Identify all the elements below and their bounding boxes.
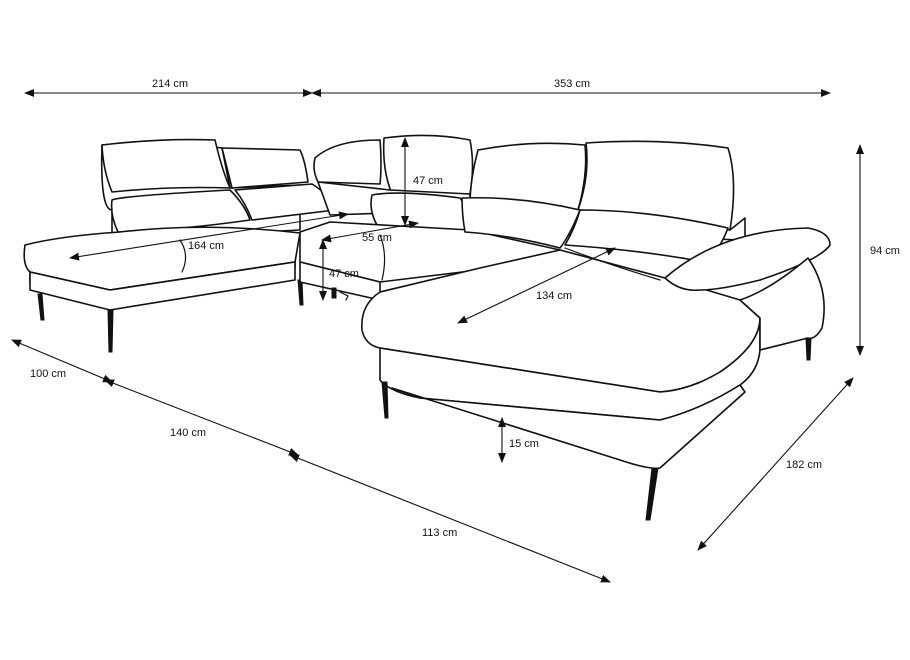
dim-arrow-middle-depth-a: [104, 379, 299, 456]
label-left-depth: 100 cm: [30, 368, 66, 380]
right-leg-2: [645, 467, 659, 521]
left-leg-2: [107, 309, 114, 353]
left-leg-3: [297, 279, 304, 306]
left-body: [29, 261, 296, 311]
label-right-depth: 182 cm: [786, 459, 822, 471]
label-middle-depth-a: 140 cm: [170, 427, 206, 439]
dimension-labels: 214 cm 353 cm 94 cm 164 cm 47 cm 55 cm 4…: [30, 78, 900, 539]
label-right-chaise: 134 cm: [536, 290, 572, 302]
label-middle-depth-b: 113 cm: [422, 527, 457, 539]
right-headrest-2: [577, 140, 735, 231]
middle-headrest-left: [313, 139, 382, 185]
sofa-illustration: [23, 134, 831, 521]
dim-arrow-right-chaise: [457, 247, 616, 324]
right-leg-1: [381, 381, 389, 419]
dimension-lines: [11, 89, 864, 583]
label-seat-depth: 55 cm: [362, 232, 392, 244]
label-leg-height: 15 cm: [509, 438, 539, 450]
middle-mechanism: [339, 291, 349, 301]
label-left-width: 214 cm: [152, 78, 188, 90]
right-leg-3: [805, 337, 812, 361]
middle-leg: [331, 287, 337, 299]
label-headrest: 47 cm: [413, 175, 443, 187]
dim-arrow-left-chaise: [69, 211, 349, 261]
dim-arrow-middle-depth-b: [289, 454, 611, 583]
right-armrest: [664, 227, 831, 292]
label-right-width: 353 cm: [554, 78, 590, 90]
label-left-chaise: 164 cm: [188, 240, 224, 252]
label-seat-height: 47 cm: [329, 268, 359, 280]
left-leg-1: [37, 293, 45, 321]
left-headrest: [101, 138, 231, 193]
dim-arrow-left-depth: [11, 339, 113, 383]
right-headrest-1: [469, 142, 587, 211]
label-total-height: 94 cm: [870, 245, 900, 257]
left-headrest-2: [221, 147, 309, 189]
dim-arrow-seat-depth: [321, 220, 419, 243]
dim-arrow-right-depth: [697, 377, 854, 551]
